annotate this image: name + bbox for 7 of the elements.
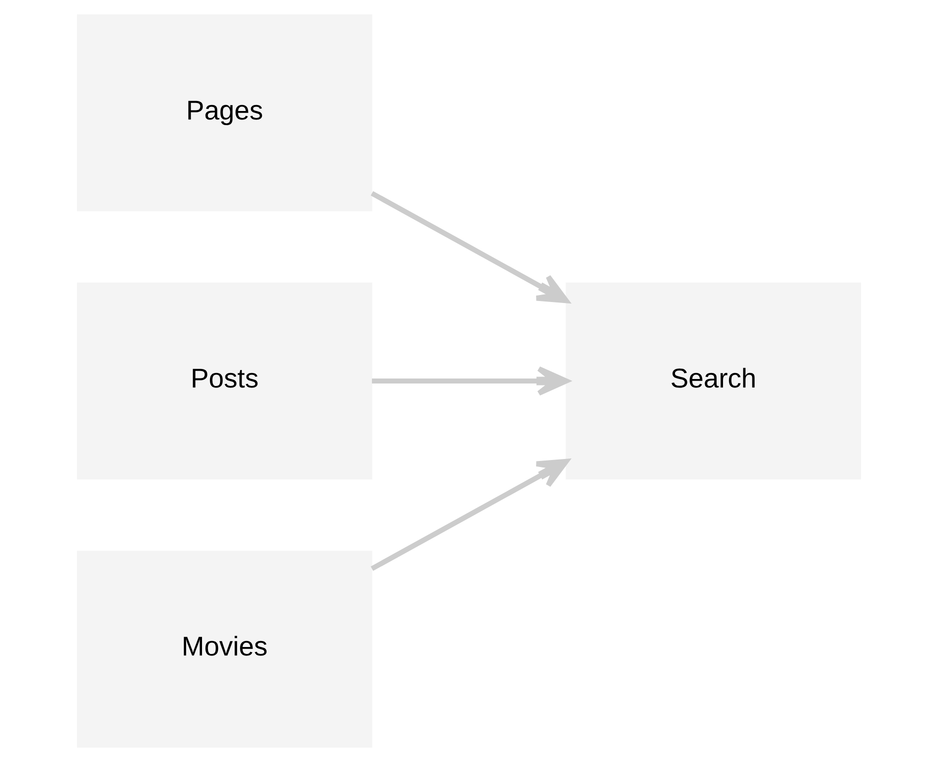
node-box: Posts bbox=[76, 282, 372, 480]
node-box: Search bbox=[566, 282, 862, 480]
arrow bbox=[370, 191, 569, 304]
node-box: Movies bbox=[76, 550, 372, 748]
node-box: Pages bbox=[76, 14, 372, 212]
arrow bbox=[370, 458, 569, 571]
arrow bbox=[372, 366, 569, 396]
